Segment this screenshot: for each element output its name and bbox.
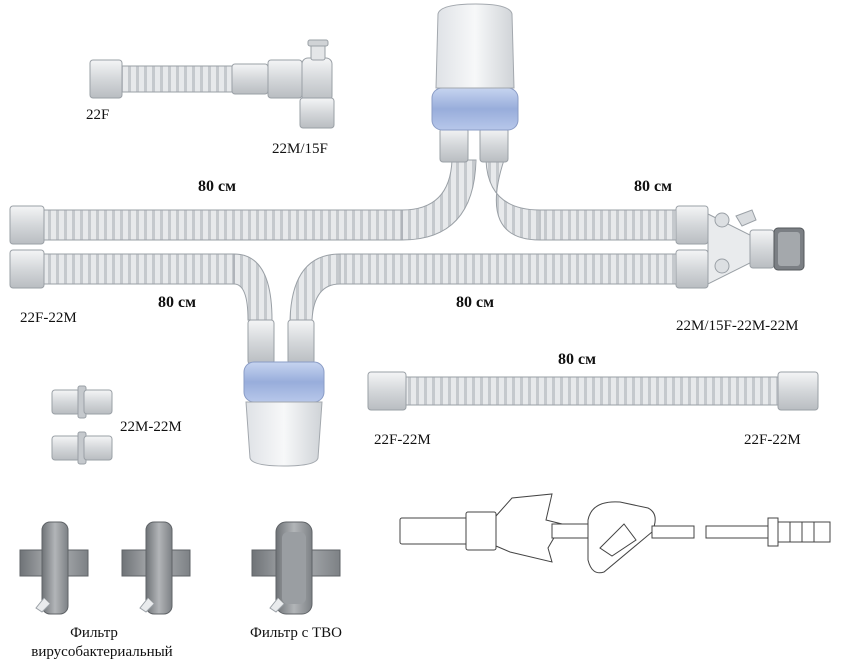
tube-top-left-bend <box>401 159 477 241</box>
connector-cuff-22f <box>89 59 123 99</box>
straight-tube-right-cuff <box>777 371 819 411</box>
water-trap-top-band <box>431 87 519 131</box>
label-straight-tube-length: 80 см <box>558 351 596 368</box>
tube-bottom-left-bend <box>233 253 273 321</box>
label-angled-connector-22m-15f: 22M/15F <box>272 141 328 157</box>
label-tube-bottom-left-length: 80 см <box>158 294 196 311</box>
label-tube-top-right-length: 80 см <box>634 178 672 195</box>
main-circuit <box>9 3 805 467</box>
sampling-line <box>399 493 831 574</box>
angled-connector <box>89 39 335 129</box>
label-tube-top-left-length: 80 см <box>198 178 236 195</box>
short-corrugated-tube <box>121 65 233 93</box>
adapter-22m-22m-2 <box>51 431 113 465</box>
tube-bottom-left <box>43 253 235 285</box>
label-tube-bottom-right-length: 80 см <box>456 294 494 311</box>
label-hme-filter: Фильтр с ТВО <box>249 625 343 641</box>
straight-tube-body <box>405 376 779 406</box>
filter-hme <box>251 521 341 615</box>
water-trap-bottom <box>243 319 325 467</box>
elbow-port-22m-15f <box>299 97 335 129</box>
label-filter-line1: Фильтр <box>70 625 118 641</box>
circuit-left-cuff-top <box>9 205 45 245</box>
tube-bottom-right <box>339 253 679 285</box>
straight-tube <box>367 371 819 411</box>
adapter-22m-22m-1 <box>51 385 113 419</box>
label-angled-connector-22f: 22F <box>86 107 110 123</box>
label-straight-tube-right-end: 22F-22M <box>744 432 801 448</box>
y-piece <box>707 209 805 285</box>
label-circuit-right-ends: 22M/15F-22M-22M <box>676 318 799 334</box>
filter-viral-bacterial-2 <box>121 521 191 615</box>
water-trap-bottom-cup <box>245 401 323 467</box>
water-trap-top-cup <box>435 3 515 89</box>
tube-bottom-right-bend <box>289 253 341 321</box>
label-adapter-22m-22m: 22M-22M <box>120 419 182 435</box>
tube-top-right <box>539 209 679 241</box>
label-straight-tube-left-end: 22F-22M <box>374 432 431 448</box>
label-filter-line2: вирусобактериальный <box>31 644 173 660</box>
water-trap-top <box>431 3 519 163</box>
tube-top-right-bend <box>485 159 541 241</box>
tube-top-left <box>43 209 403 241</box>
straight-tube-left-cuff <box>367 371 407 411</box>
elbow-body <box>301 57 333 103</box>
water-trap-bottom-band <box>243 361 325 403</box>
label-circuit-left-ends: 22F-22M <box>20 310 77 326</box>
circuit-left-cuff-bottom <box>9 249 45 289</box>
sampling-line-tip <box>777 521 831 543</box>
filter-viral-bacterial-1 <box>19 521 89 615</box>
